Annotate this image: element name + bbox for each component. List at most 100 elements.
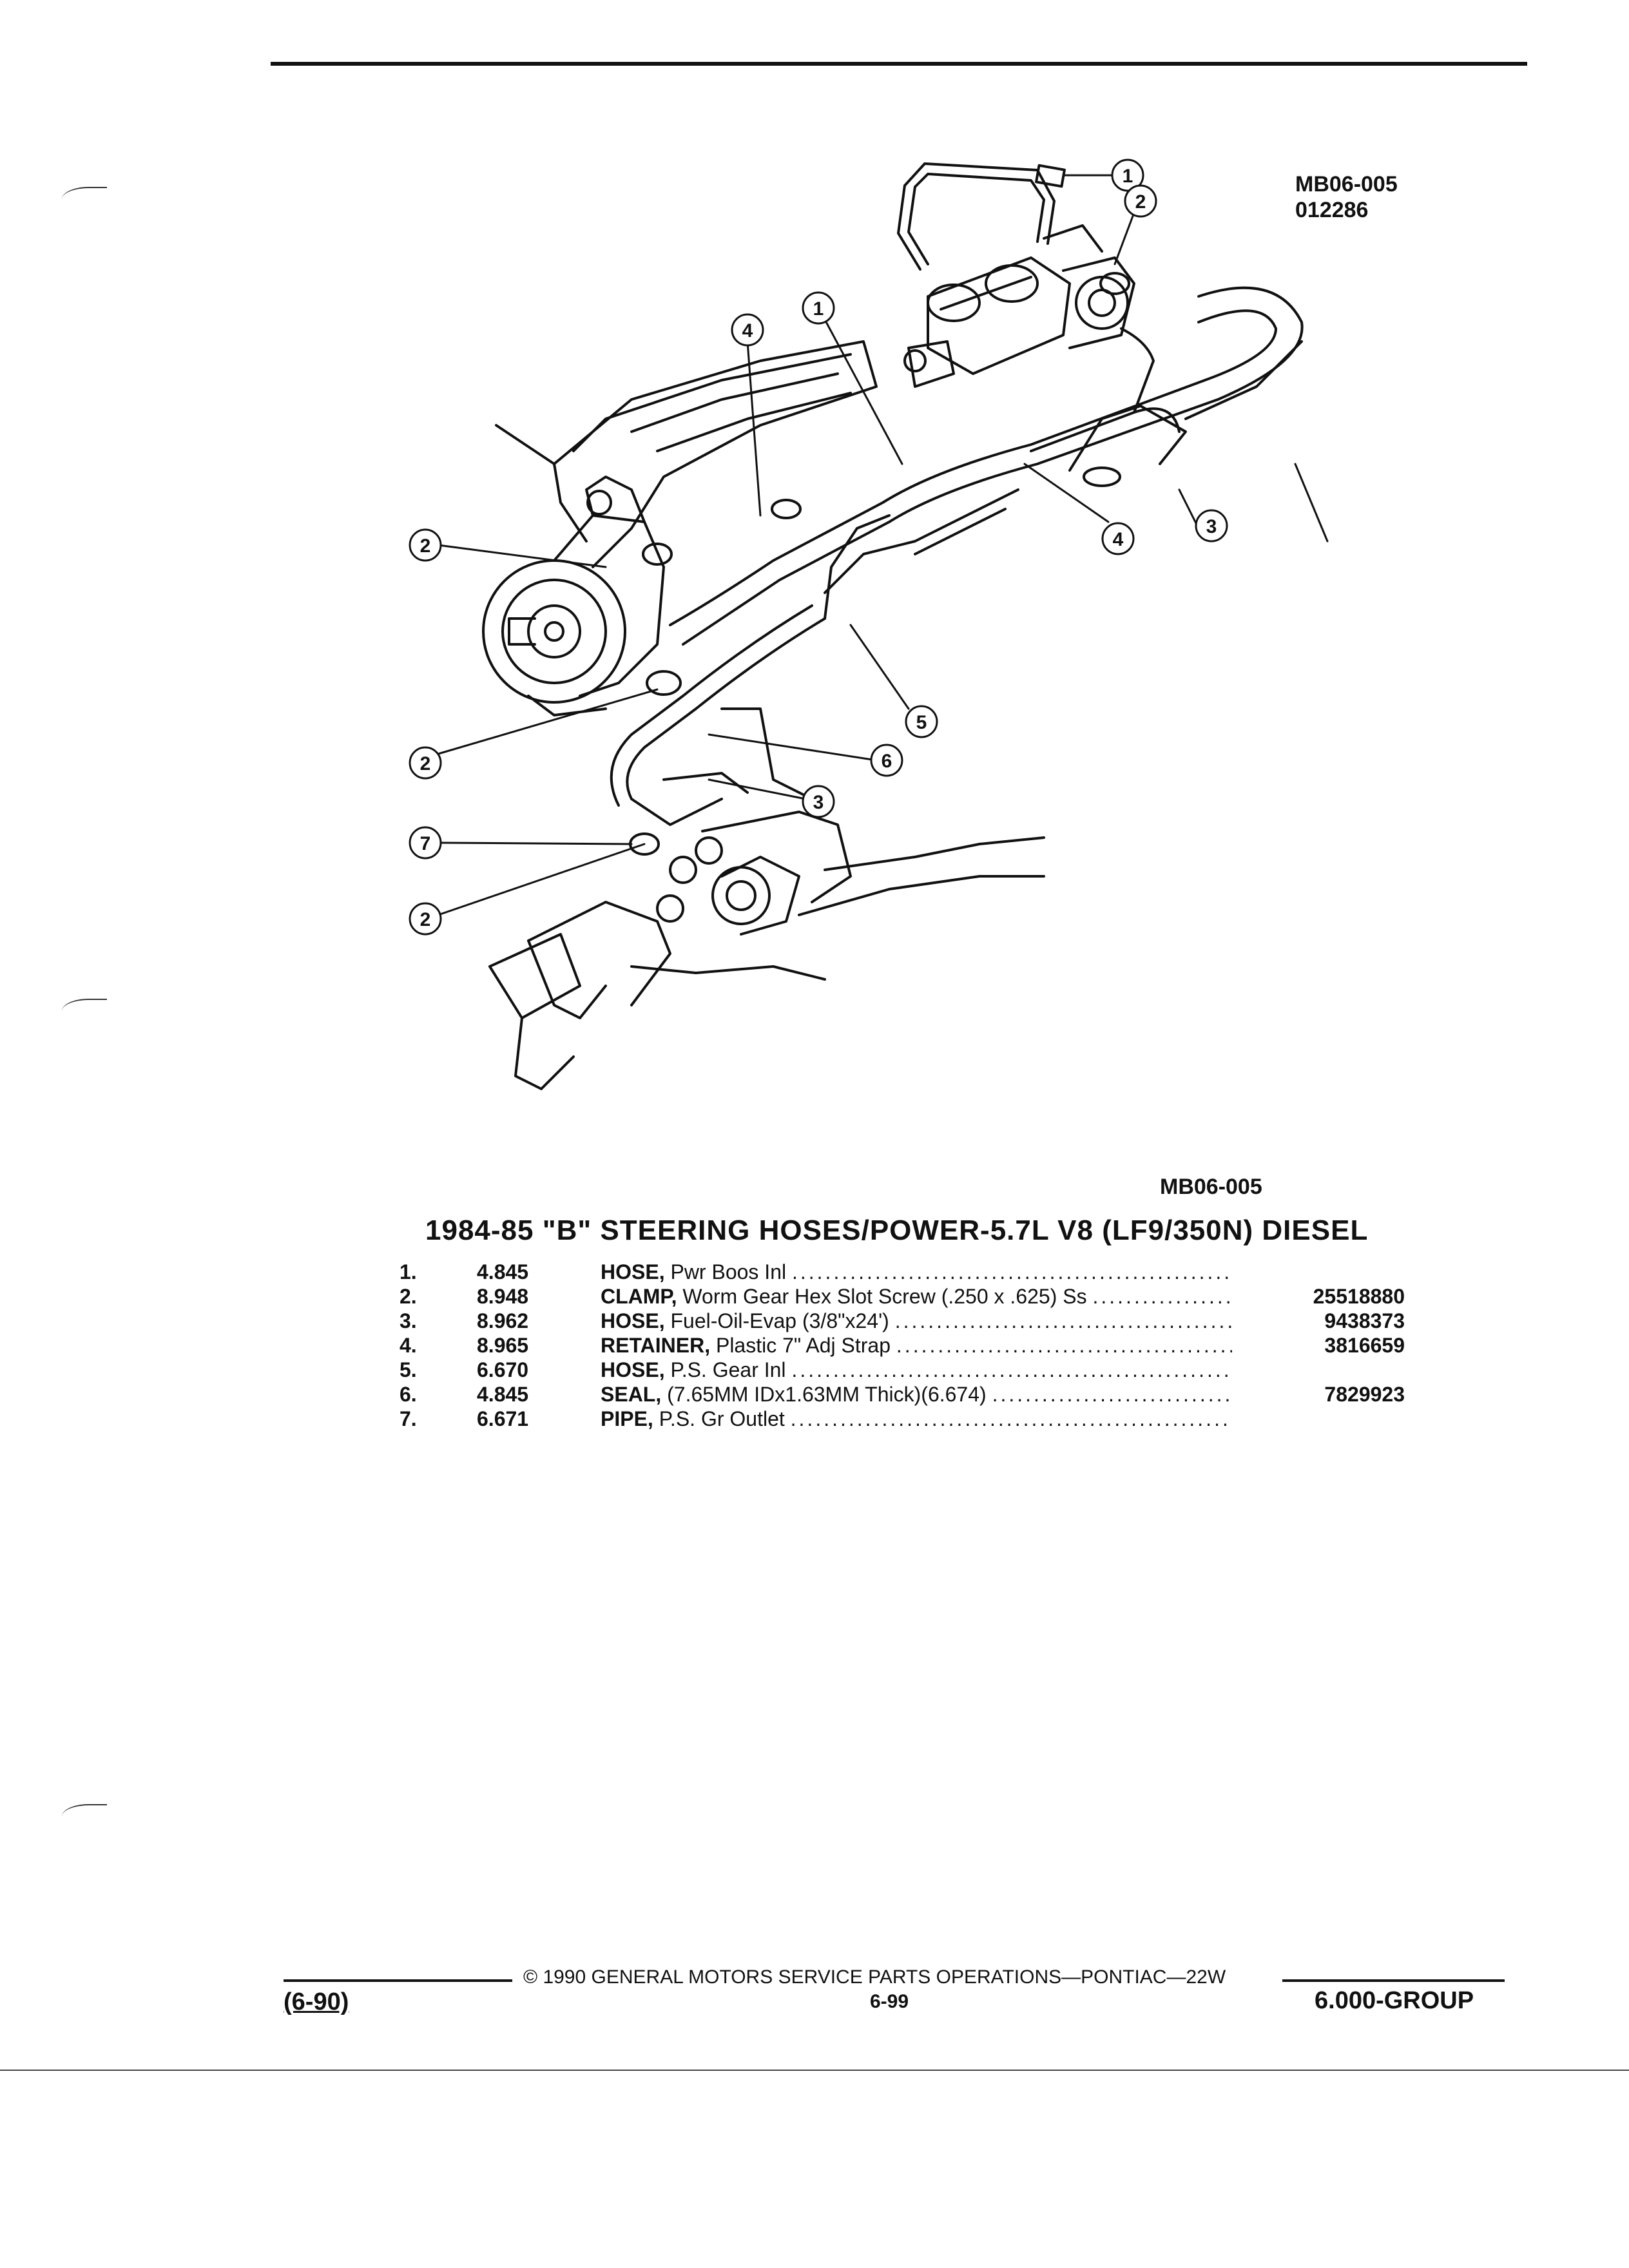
group-number: 8.962 bbox=[477, 1309, 529, 1332]
callout-6: 6 bbox=[870, 744, 903, 777]
group-number: 4.845 bbox=[477, 1260, 529, 1283]
leader-dots: ........................................… bbox=[1092, 1285, 1232, 1308]
leader-dots: ........................................… bbox=[791, 1358, 1232, 1381]
part-detail: Pwr Boos Inl bbox=[670, 1260, 787, 1283]
part-description: HOSE, Pwr Boos Inl .....................… bbox=[601, 1260, 1232, 1284]
part-index: 6. bbox=[400, 1383, 417, 1406]
leader-dots: ........................................… bbox=[791, 1260, 1232, 1283]
footer-rule-left bbox=[284, 1979, 512, 1982]
part-row: 4. 8.965 RETAINER, Plastic 7" Adj Strap ..… bbox=[400, 1333, 1405, 1358]
part-detail: P.S. Gear Inl bbox=[670, 1358, 786, 1381]
figure-number: 012286 bbox=[1295, 198, 1369, 222]
binder-mark bbox=[62, 187, 107, 207]
part-index: 1. bbox=[400, 1260, 417, 1283]
callout-2-pump: 2 bbox=[409, 528, 442, 562]
part-name: SEAL, bbox=[601, 1383, 662, 1406]
figure-caption: MB06-005 bbox=[1160, 1175, 1262, 1199]
svg-text:3: 3 bbox=[813, 792, 824, 813]
callout-2-lower: 2 bbox=[409, 902, 442, 936]
part-row: 2. 8.948 CLAMP, Worm Gear Hex Slot Screw (… bbox=[400, 1284, 1405, 1309]
callout-3-right: 3 bbox=[1195, 509, 1228, 543]
callout-3-lower: 3 bbox=[802, 785, 835, 818]
part-row: 6. 4.845 SEAL, (7.65MM IDx1.63MM Thick)(6.… bbox=[400, 1382, 1405, 1407]
binder-mark bbox=[62, 1804, 107, 1825]
svg-text:2: 2 bbox=[1135, 191, 1146, 213]
bottom-page-rule bbox=[0, 2070, 1629, 2071]
svg-text:4: 4 bbox=[742, 320, 753, 341]
part-name: RETAINER, bbox=[601, 1334, 711, 1357]
svg-text:2: 2 bbox=[420, 535, 431, 557]
svg-text:5: 5 bbox=[916, 712, 927, 733]
part-name: HOSE, bbox=[601, 1358, 665, 1381]
part-number: 3816659 bbox=[1324, 1334, 1405, 1357]
part-name: HOSE, bbox=[601, 1260, 665, 1283]
part-description: SEAL, (7.65MM IDx1.63MM Thick)(6.674) ..… bbox=[601, 1382, 1232, 1407]
part-index: 4. bbox=[400, 1334, 417, 1357]
part-detail: P.S. Gr Outlet bbox=[659, 1407, 785, 1430]
part-index: 7. bbox=[400, 1407, 417, 1430]
callout-2-upper: 2 bbox=[1124, 184, 1157, 218]
callout-4-lower: 4 bbox=[1101, 522, 1135, 555]
group-label: 6.000-GROUP bbox=[1315, 1987, 1474, 2014]
part-name: CLAMP, bbox=[601, 1285, 677, 1308]
leader-dots: ........................................… bbox=[790, 1407, 1232, 1430]
group-number: 8.948 bbox=[477, 1285, 529, 1308]
part-description: RETAINER, Plastic 7" Adj Strap .........… bbox=[601, 1333, 1232, 1358]
part-row: 1. 4.845 HOSE, Pwr Boos Inl ..............… bbox=[400, 1260, 1405, 1284]
part-number: 9438373 bbox=[1324, 1309, 1405, 1332]
svg-text:1: 1 bbox=[1123, 166, 1133, 187]
section-title: 1984-85 "B" STEERING HOSES/POWER-5.7L V8… bbox=[425, 1215, 1369, 1246]
revision-date: (6-90) bbox=[284, 1988, 349, 2015]
figure-code: MB06-005 bbox=[1295, 172, 1398, 197]
group-number: 4.845 bbox=[477, 1383, 529, 1406]
binder-mark bbox=[62, 999, 107, 1019]
part-detail: Plastic 7" Adj Strap bbox=[715, 1334, 891, 1357]
part-index: 3. bbox=[400, 1309, 417, 1332]
callout-4-upper: 4 bbox=[731, 313, 764, 347]
footer-rule-right bbox=[1282, 1979, 1505, 1982]
part-name: HOSE, bbox=[601, 1309, 665, 1332]
hydro-boost-unit bbox=[903, 224, 1135, 388]
group-number: 8.965 bbox=[477, 1334, 529, 1357]
leader-dots: ........................................… bbox=[896, 1334, 1232, 1357]
leader-dots: ........................................… bbox=[894, 1309, 1232, 1332]
copyright-line: © 1990 GENERAL MOTORS SERVICE PARTS OPER… bbox=[523, 1966, 1226, 1988]
part-description: HOSE, Fuel-Oil-Evap (3/8"x24') .........… bbox=[601, 1309, 1232, 1333]
svg-text:7: 7 bbox=[420, 833, 431, 854]
callout-leaders bbox=[437, 174, 1329, 916]
part-description: PIPE, P.S. Gr Outlet ...................… bbox=[601, 1407, 1232, 1431]
part-row: 7. 6.671 PIPE, P.S. Gr Outlet ............… bbox=[400, 1407, 1405, 1431]
svg-text:6: 6 bbox=[882, 751, 892, 772]
part-number: 7829923 bbox=[1324, 1383, 1405, 1406]
part-detail: Fuel-Oil-Evap (3/8"x24') bbox=[670, 1309, 889, 1332]
callout-1-middle: 1 bbox=[802, 291, 835, 325]
page-number: 6-99 bbox=[870, 1991, 909, 2012]
power-steering-hose-diagram: 1 2 1 4 3 4 2 5 6 2 3 7 2 bbox=[409, 159, 1329, 1090]
callout-7: 7 bbox=[409, 826, 442, 860]
leader-dots: ........................................… bbox=[992, 1383, 1232, 1406]
svg-text:2: 2 bbox=[420, 909, 431, 930]
svg-text:1: 1 bbox=[813, 298, 824, 320]
part-row: 5. 6.670 HOSE, P.S. Gear Inl .............… bbox=[400, 1358, 1405, 1382]
part-detail: Worm Gear Hex Slot Screw (.250 x .625) S… bbox=[682, 1285, 1087, 1308]
svg-text:4: 4 bbox=[1113, 529, 1124, 550]
booster-inlet-pipe bbox=[897, 162, 1066, 271]
svg-text:2: 2 bbox=[420, 753, 431, 774]
part-description: HOSE, P.S. Gear Inl ....................… bbox=[601, 1358, 1232, 1382]
hose-main bbox=[669, 286, 1304, 646]
callout-1-upper: 1 bbox=[1111, 159, 1144, 192]
part-description: CLAMP, Worm Gear Hex Slot Screw (.250 x … bbox=[601, 1284, 1232, 1309]
group-number: 6.670 bbox=[477, 1358, 529, 1381]
part-index: 2. bbox=[400, 1285, 417, 1308]
part-detail: (7.65MM IDx1.63MM Thick)(6.674) bbox=[667, 1383, 987, 1406]
part-index: 5. bbox=[400, 1358, 417, 1381]
part-name: PIPE, bbox=[601, 1407, 653, 1430]
part-row: 3. 8.962 HOSE, Fuel-Oil-Evap (3/8"x24') ..… bbox=[400, 1309, 1405, 1333]
clamps bbox=[629, 272, 1130, 856]
pump-pulley bbox=[482, 476, 665, 716]
callout-2-middle: 2 bbox=[409, 746, 442, 780]
group-number: 6.671 bbox=[477, 1407, 529, 1430]
engine-block bbox=[495, 340, 878, 568]
callout-5: 5 bbox=[905, 705, 938, 738]
